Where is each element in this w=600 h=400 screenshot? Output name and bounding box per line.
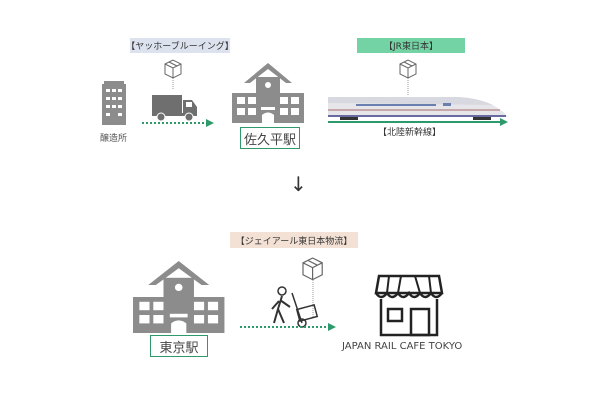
line-label-hokuriku-shinkansen: 【北陸新幹線】 xyxy=(378,128,442,138)
station-building-icon xyxy=(133,261,225,333)
box-icon xyxy=(164,59,182,90)
station-building-icon xyxy=(232,63,304,123)
dotted-arrow xyxy=(142,119,214,127)
label-jr-east-logistics: 【ジェイアール東日本物流】 xyxy=(230,232,358,248)
top-flow-panel: 【ヤッホーブルーイング】 【JR東日本】 醸造所 佐久平駅 【北陸新幹線】 xyxy=(90,35,515,160)
box-icon xyxy=(399,59,417,95)
box-icon xyxy=(302,257,323,318)
down-arrow: ↓ xyxy=(290,172,307,196)
solid-arrow xyxy=(328,118,508,126)
factory-building-icon xyxy=(102,81,126,125)
dotted-arrow xyxy=(240,323,336,331)
cafe-label: JAPAN RAIL CAFE TOKYO xyxy=(342,341,463,352)
station-label-tokyo: 東京駅 xyxy=(150,335,208,357)
delivery-person-cart-icon xyxy=(271,286,319,328)
cafe-shop-icon xyxy=(374,274,444,337)
label-jr-east: 【JR東日本】 xyxy=(357,38,465,53)
truck-icon xyxy=(152,95,197,122)
label-yoho-brewing: 【ヤッホーブルーイング】 xyxy=(126,38,234,53)
shinkansen-train-image xyxy=(328,97,508,120)
station-label-sakudaira: 佐久平駅 xyxy=(240,127,300,149)
bottom-flow-panel: 【ジェイアール東日本物流】 東京駅 JAPAN RAIL CAFE TOKYO xyxy=(120,225,475,365)
factory-label: 醸造所 xyxy=(100,134,128,144)
